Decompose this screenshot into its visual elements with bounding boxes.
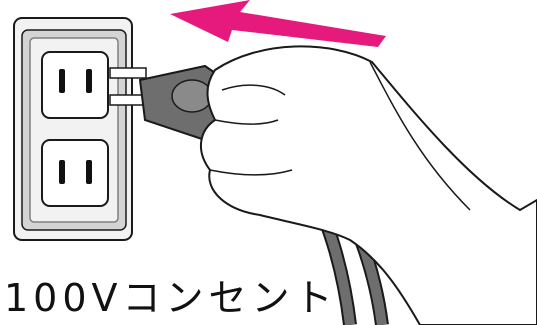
wall-outlet-icon [14,18,132,240]
outlet-caption: 100Vコンセント [4,276,338,320]
direction-arrow-icon [170,0,386,47]
